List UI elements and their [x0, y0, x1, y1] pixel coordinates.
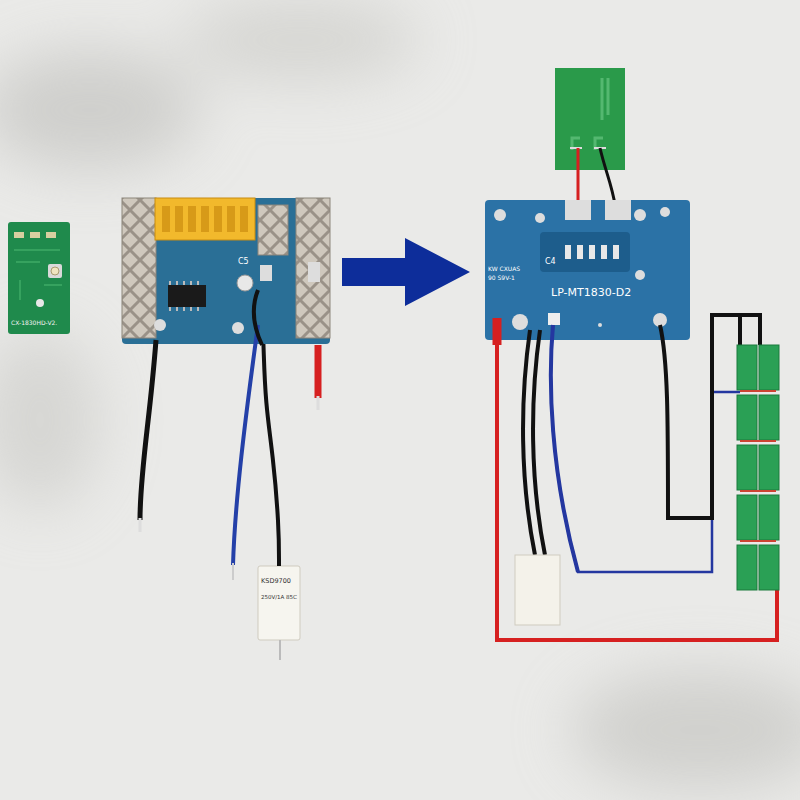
board-marking: LP-MT1830-D2	[551, 287, 631, 299]
circuit-board: CX-1830HD-V2.	[8, 222, 70, 334]
direction-arrow	[342, 238, 470, 306]
thermistor-lead	[279, 640, 281, 660]
left-wires	[140, 290, 318, 580]
board-marking: C5	[238, 258, 249, 267]
led-pad	[555, 68, 625, 170]
thermistor: KSD9700 250V/1A 85C	[258, 566, 300, 640]
right-thermistor	[515, 555, 560, 625]
circuit-board: LP-MT1830-D2 C4 KW CXUAS 90 S9V-1	[485, 200, 690, 340]
board-marking: C4	[545, 258, 556, 267]
right-bms-board	[485, 200, 690, 340]
board-marking: KSD9700	[261, 578, 291, 585]
pad-wire-red	[577, 148, 580, 205]
pad-wire-black	[600, 148, 615, 205]
board-marking: CX-1830HD-V2.	[11, 320, 57, 327]
left-bms-board	[122, 198, 330, 344]
board-marking: 90 S9V-1	[488, 275, 515, 282]
small-board	[8, 222, 70, 334]
board-marking: KW CXUAS	[488, 266, 520, 273]
circuit-board: C5	[122, 198, 330, 344]
board-marking: 250V/1A 85C	[261, 594, 297, 600]
wire	[263, 344, 279, 566]
left-thermistor-body	[258, 566, 300, 640]
pack-wires	[497, 315, 777, 640]
cell-pack	[737, 345, 779, 590]
